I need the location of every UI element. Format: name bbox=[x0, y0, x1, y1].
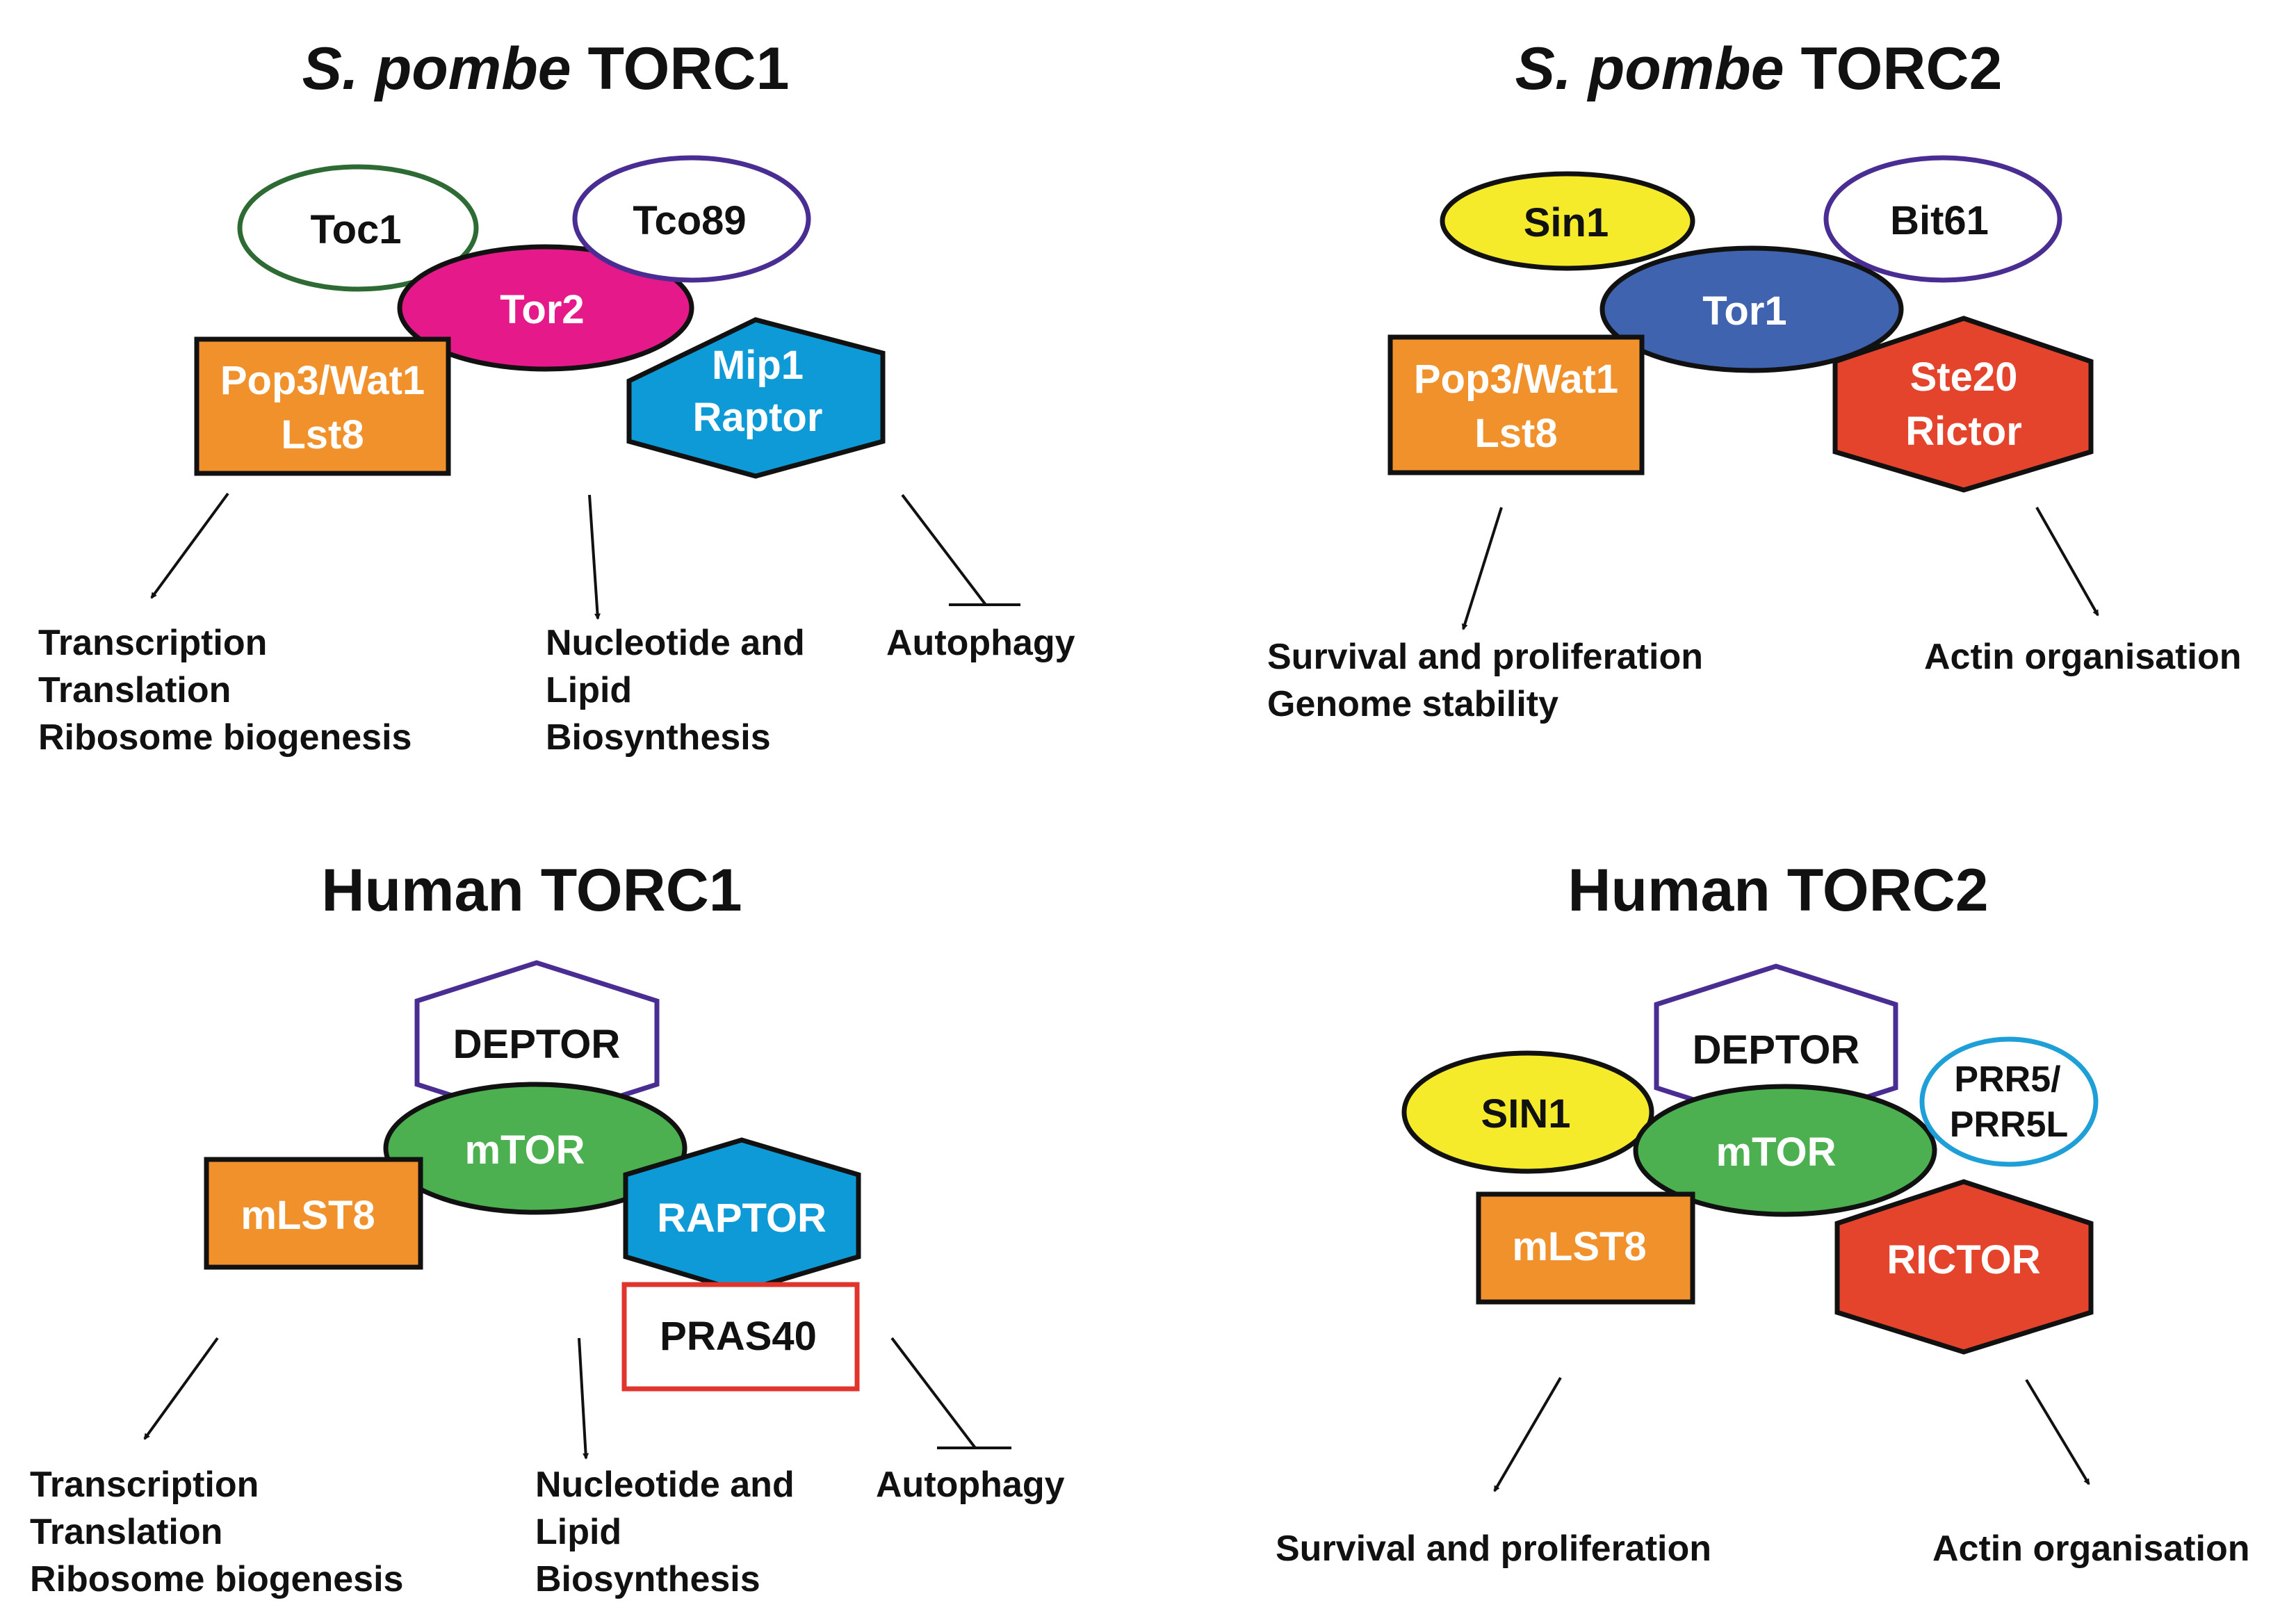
deptor-torc2-label: DEPTOR bbox=[1693, 1027, 1860, 1073]
mlst8-torc2-label: mLST8 bbox=[1512, 1224, 1646, 1269]
pop3-wat1-tor1-label: Pop3/Wat1 bbox=[1414, 357, 1618, 402]
pombe-torc2-arrow-actin bbox=[2035, 507, 2099, 617]
pombe-torc2-title-complex: TORC2 bbox=[1784, 35, 2003, 102]
human-torc1-effect-autophagy: Autophagy bbox=[876, 1465, 1065, 1505]
deptor-torc2-node bbox=[1654, 963, 1898, 1129]
lst8-tor1-label: Lst8 bbox=[1474, 411, 1557, 456]
sin1-node bbox=[1440, 171, 1695, 271]
prr5-node bbox=[1919, 1036, 2099, 1167]
raptor-torc1-node bbox=[623, 1137, 861, 1294]
human-torc1-arrow-biosynthesis bbox=[578, 1337, 589, 1460]
mlst8-torc1-label: mLST8 bbox=[241, 1193, 375, 1238]
human-torc1-inhibition-autophagy bbox=[890, 1337, 977, 1449]
sin1-label: Sin1 bbox=[1524, 200, 1609, 245]
rictor-torc2-node bbox=[1834, 1179, 2094, 1355]
pras40-node bbox=[621, 1282, 860, 1392]
tor2-node bbox=[397, 244, 694, 372]
pombe-torc1-arrow-biosynthesis bbox=[588, 494, 601, 620]
tco89-label: Tco89 bbox=[633, 198, 746, 243]
pop3-wat1-node bbox=[194, 336, 451, 476]
pombe-torc2-title-species: S. pombe bbox=[1515, 35, 1784, 102]
human-torc1-effect-nucleotide: Nucleotide and bbox=[535, 1465, 795, 1505]
mtor-torc1-node bbox=[383, 1082, 687, 1215]
mtor-torc1-label: mTOR bbox=[465, 1127, 585, 1173]
pombe-torc1-title-species: S. pombe bbox=[302, 35, 571, 102]
tor2-label: Tor2 bbox=[500, 287, 584, 332]
human-torc2-effect-survival: Survival and proliferation bbox=[1276, 1529, 1711, 1569]
pombe-torc2-panel: S. pombe TORC2 Sin1 Tor1 Bit61 Pop3/Wat1… bbox=[1267, 35, 2241, 724]
mtor-torc2-label: mTOR bbox=[1716, 1130, 1837, 1175]
pombe-torc1-effect-biosynthesis: Biosynthesis bbox=[546, 717, 771, 758]
mlst8-torc2-node bbox=[1476, 1191, 1695, 1305]
pombe-torc1-effect-autophagy: Autophagy bbox=[886, 623, 1075, 663]
pombe-torc1-panel: S. pombe TORC1 Toc1 Tor2 Tco89 Pop3/Wat1… bbox=[38, 35, 1075, 758]
human-torc2-effect-actin: Actin organisation bbox=[1932, 1529, 2249, 1569]
human-torc1-arrow-transcription bbox=[143, 1337, 219, 1440]
human-torc2-title: Human TORC2 bbox=[1568, 857, 1988, 924]
ste20-rictor-node bbox=[1832, 316, 2094, 493]
pombe-torc1-effect-ribosome: Ribosome biogenesis bbox=[38, 717, 412, 758]
pombe-torc1-effect-translation: Translation bbox=[38, 670, 231, 710]
human-torc2-arrow-survival bbox=[1493, 1376, 1562, 1492]
raptor-label: Raptor bbox=[693, 395, 823, 440]
deptor-torc1-label: DEPTOR bbox=[453, 1022, 621, 1067]
ste20-label: Ste20 bbox=[1910, 355, 2018, 400]
pombe-torc2-effect-survival: Survival and proliferation bbox=[1267, 637, 1703, 677]
pombe-torc1-effect-nucleotide: Nucleotide and bbox=[546, 623, 805, 663]
pombe-torc2-effect-genome: Genome stability bbox=[1267, 684, 1558, 724]
sin1-torc2-node bbox=[1401, 1050, 1654, 1174]
human-torc1-effect-biosynthesis: Biosynthesis bbox=[535, 1559, 760, 1599]
human-torc1-panel: Human TORC1 DEPTOR mTOR mLST8 RAPTOR PRA… bbox=[30, 857, 1065, 1599]
raptor-torc1-label: RAPTOR bbox=[657, 1196, 827, 1241]
tco89-node bbox=[572, 155, 811, 283]
pop3-wat1-label: Pop3/Wat1 bbox=[220, 358, 425, 403]
mip1-label: Mip1 bbox=[712, 343, 804, 388]
rictor-label: Rictor bbox=[1905, 409, 2022, 454]
pombe-torc1-arrow-transcription bbox=[150, 492, 229, 599]
human-torc1-effect-transcription: Transcription bbox=[30, 1465, 259, 1505]
rictor-torc2-label: RICTOR bbox=[1887, 1237, 2040, 1282]
pombe-torc2-arrow-survival bbox=[1461, 507, 1503, 630]
pras40-label: PRAS40 bbox=[660, 1314, 817, 1359]
mtor-torc2-node bbox=[1633, 1084, 1937, 1217]
pombe-torc1-title: S. pombe TORC1 bbox=[302, 35, 790, 102]
bit61-node bbox=[1823, 155, 2062, 283]
pombe-torc1-effect-lipid: Lipid bbox=[546, 670, 632, 710]
pombe-torc1-inhibition-autophagy bbox=[901, 494, 987, 606]
pop3-wat1-tor1-node bbox=[1387, 334, 1645, 475]
toc1-node bbox=[237, 164, 479, 292]
pombe-torc1-title-complex: TORC1 bbox=[571, 35, 790, 102]
tor1-label: Tor1 bbox=[1702, 288, 1786, 334]
human-torc2-panel: Human TORC2 DEPTOR SIN1 mTOR PRR5/ PRR5L… bbox=[1276, 857, 2249, 1569]
pombe-torc2-effect-actin: Actin organisation bbox=[1924, 637, 2241, 677]
mlst8-torc1-node bbox=[204, 1157, 423, 1270]
sin1-torc2-label: SIN1 bbox=[1481, 1091, 1571, 1136]
pombe-torc1-effect-transcription: Transcription bbox=[38, 623, 267, 663]
mip1-raptor-node bbox=[626, 317, 886, 479]
deptor-torc1-node bbox=[414, 960, 660, 1125]
pombe-torc2-title: S. pombe TORC2 bbox=[1515, 35, 2003, 102]
toc1-label: Toc1 bbox=[310, 207, 401, 252]
bit61-label: Bit61 bbox=[1890, 198, 1989, 243]
prr5l-label: PRR5L bbox=[1950, 1105, 2068, 1145]
lst8-label: Lst8 bbox=[281, 412, 364, 457]
human-torc1-effect-ribosome: Ribosome biogenesis bbox=[30, 1559, 403, 1599]
human-torc2-arrow-actin bbox=[2025, 1378, 2090, 1485]
tor1-node bbox=[1599, 245, 1904, 373]
human-torc1-effect-translation: Translation bbox=[30, 1512, 222, 1552]
human-torc1-effect-lipid: Lipid bbox=[535, 1512, 621, 1552]
human-torc1-title: Human TORC1 bbox=[321, 857, 742, 924]
prr5-label: PRR5/ bbox=[1954, 1059, 2060, 1100]
